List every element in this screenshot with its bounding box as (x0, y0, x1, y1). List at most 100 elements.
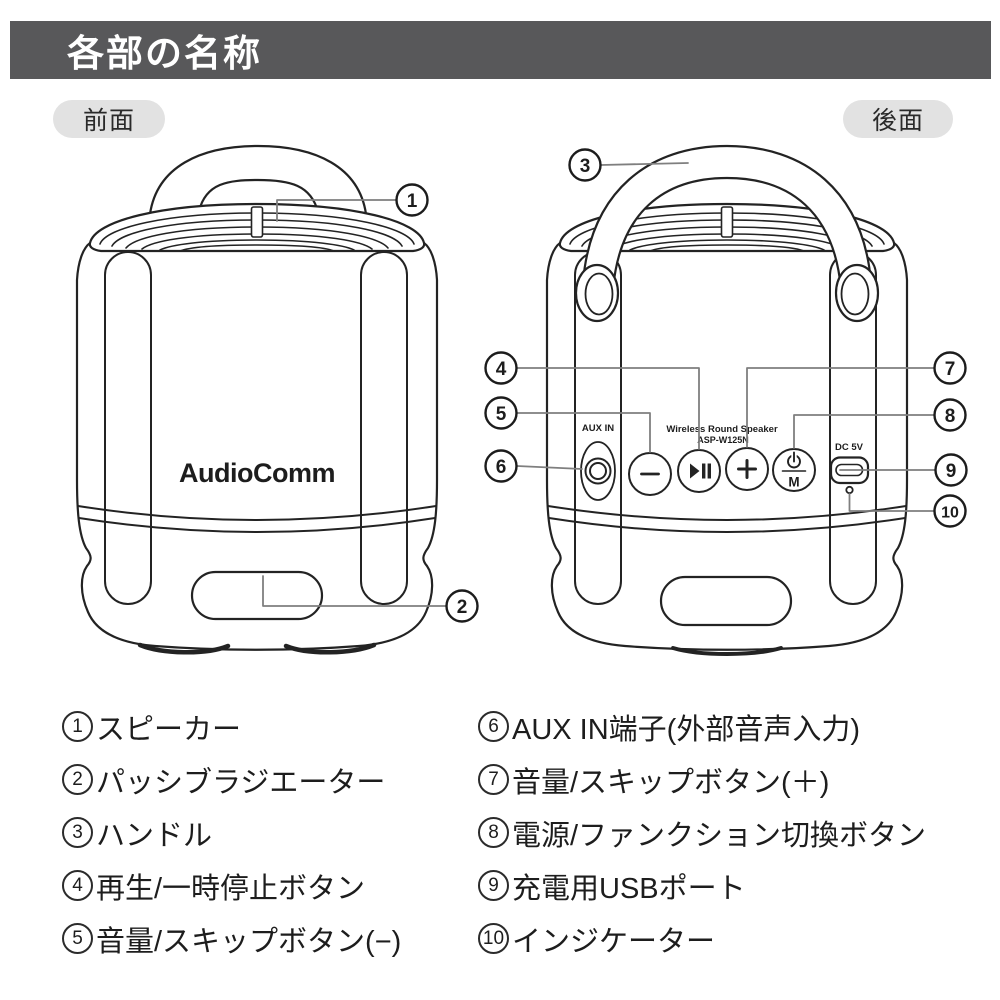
rear-speaker-illustration: AUX IN Wireless Round Speaker ASP-W125N (545, 144, 909, 656)
svg-text:9: 9 (946, 461, 957, 482)
legend-label-4: 再生/一時停止ボタン (96, 872, 366, 905)
rear-radiator (659, 575, 793, 627)
callout-marker-10: 10 (933, 494, 967, 528)
plus-icon (737, 459, 757, 479)
legend-label-9: 充電用USBポート (512, 872, 746, 905)
power-function-button: M (772, 448, 816, 492)
handle-ring-right-inner (840, 272, 870, 316)
rear-seam-line-2 (548, 517, 906, 533)
callout-marker-8: 8 (933, 398, 967, 432)
volume-minus-button (628, 452, 672, 496)
callout-marker-4: 4 (484, 351, 518, 385)
callout-marker-3: 3 (568, 148, 602, 182)
product-name-label: Wireless Round Speaker (666, 424, 778, 435)
section-header: 各部の名称 (10, 21, 991, 79)
front-seam-line (77, 505, 437, 521)
callout-leader-lines (262, 162, 936, 607)
rear-grille-center-notch (720, 206, 734, 238)
legend-number-4: 4 (62, 870, 93, 901)
legend-label-8: 電源/ファンクション切換ボタン (512, 819, 927, 852)
legend-number-1: 1 (62, 711, 93, 742)
front-foot-left (137, 642, 231, 655)
mode-label: M (788, 475, 799, 490)
callout-marker-6: 6 (484, 449, 518, 483)
leader-3 (600, 162, 689, 166)
svg-text:1: 1 (407, 191, 418, 212)
front-foot-right (283, 642, 377, 655)
legend-number-10: 10 (478, 923, 509, 954)
leader-8 (793, 414, 935, 449)
svg-text:10: 10 (941, 505, 959, 522)
control-panel: AUX IN Wireless Round Speaker ASP-W125N (580, 423, 870, 501)
legend-number-6: 6 (478, 711, 509, 742)
callout-markers: 1 2 3 4 5 6 7 8 9 10 (395, 148, 968, 623)
front-speaker-illustration: AudioComm (75, 144, 439, 655)
leader-10 (848, 493, 935, 512)
front-handle-outline (148, 144, 368, 216)
leader-2 (262, 575, 447, 607)
leader-4 (515, 367, 700, 450)
legend-number-5: 5 (62, 923, 93, 954)
volume-plus-button (725, 447, 769, 491)
legend-label-6: AUX IN端子(外部音声入力) (512, 713, 861, 746)
legend-number-3: 3 (62, 817, 93, 848)
leader-1 (276, 199, 397, 222)
play-pause-button (677, 449, 721, 493)
passive-radiator (190, 570, 324, 621)
front-seam-line-2 (78, 517, 436, 533)
front-body-outline (75, 241, 439, 651)
leader-6 (516, 465, 583, 470)
grille-center-notch (250, 206, 264, 238)
legend-label-1: スピーカー (96, 713, 242, 746)
legend-number-7: 7 (478, 764, 509, 795)
legend-number-8: 8 (478, 817, 509, 848)
legend-label-2: パッシブラジエーター (96, 766, 386, 799)
svg-text:8: 8 (945, 406, 956, 427)
svg-text:7: 7 (945, 359, 956, 380)
aux-in-label: AUX IN (582, 423, 614, 434)
legend-label-7: 音量/スキップボタン(＋) (512, 766, 830, 799)
callout-marker-7: 7 (933, 351, 967, 385)
power-icon (787, 451, 801, 469)
brand-logo: AudioComm (179, 458, 335, 488)
leader-7 (746, 367, 935, 448)
callout-marker-5: 5 (484, 396, 518, 430)
model-number-label: ASP-W125N (697, 435, 749, 445)
svg-text:3: 3 (580, 156, 591, 177)
callout-marker-1: 1 (395, 183, 429, 217)
legend-number-9: 9 (478, 870, 509, 901)
legend-number-2: 2 (62, 764, 93, 795)
rear-view-label: 後面 (843, 100, 953, 138)
leader-5 (515, 412, 651, 453)
front-handle-inner-outline (197, 178, 320, 214)
svg-text:5: 5 (496, 404, 507, 425)
svg-text:4: 4 (496, 359, 507, 380)
play-pause-icon (690, 463, 711, 479)
indicator-led (845, 485, 854, 495)
front-view-label: 前面 (53, 100, 165, 138)
svg-text:2: 2 (457, 597, 468, 618)
rear-seam-line (547, 505, 907, 521)
callout-marker-9: 9 (934, 453, 968, 487)
page-title: 各部の名称 (67, 33, 262, 74)
rear-foot (671, 646, 783, 656)
handle-ring-left-inner (584, 272, 614, 316)
dc-5v-label: DC 5V (835, 442, 864, 453)
legend-label-10: インジケーター (512, 925, 716, 958)
callout-marker-2: 2 (445, 589, 479, 623)
aux-in-jack (580, 441, 616, 501)
